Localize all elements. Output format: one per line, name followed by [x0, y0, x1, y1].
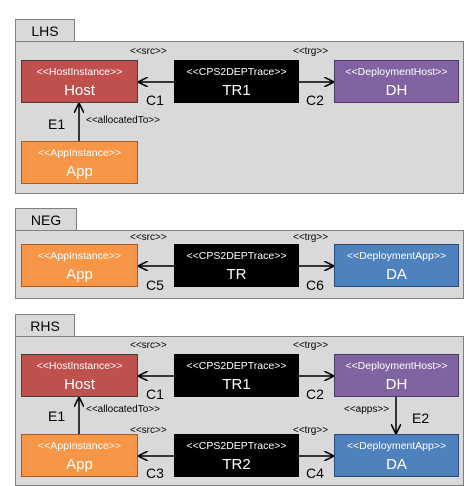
rhs-host-stereotype: <<HostInstance>>: [36, 360, 123, 372]
lhs-trace-stereotype: <<CPS2DEPTrace>>: [186, 66, 287, 78]
neg-src-label: <<src>>: [130, 232, 167, 243]
lhs-host-name: Host: [64, 82, 95, 99]
rhs-trace2-node[interactable]: <<CPS2DEPTrace>> TR2: [174, 434, 299, 477]
rhs-e1-label: E1: [48, 408, 66, 424]
neg-trg-label: <<trg>>: [293, 232, 329, 243]
rhs-src-label: <<src>>: [130, 340, 167, 351]
rhs-c1-label: C1: [146, 386, 164, 402]
neg-trace-name: TR: [226, 266, 247, 283]
neg-da-stereotype: <<DeploymentApp>>: [346, 250, 447, 262]
lhs-trg-label: <<trg>>: [293, 46, 329, 57]
rhs-da-name: DA: [386, 456, 407, 473]
neg-app-stereotype: <<AppInstance>>: [38, 250, 121, 262]
rhs-trace2-stereotype: <<CPS2DEPTrace>>: [186, 440, 287, 452]
rhs-dh-node[interactable]: <<DeploymentHost>> DH: [334, 354, 459, 397]
lhs-dh-node[interactable]: <<DeploymentHost>> DH: [334, 60, 459, 103]
neg-app-name: App: [66, 266, 93, 283]
rhs-trace1-node[interactable]: <<CPS2DEPTrace>> TR1: [174, 354, 299, 397]
rhs-host-name: Host: [64, 376, 95, 393]
rhs-trg-label-2: <<trg>>: [293, 425, 329, 436]
rhs-dh-stereotype: <<DeploymentHost>>: [345, 360, 448, 372]
rhs-app-name: App: [66, 456, 93, 473]
rhs-c3-label: C3: [146, 465, 164, 481]
neg-da-node[interactable]: <<DeploymentApp>> DA: [334, 244, 459, 287]
lhs-c2-label: C2: [306, 92, 324, 108]
rhs-trace1-name: TR1: [222, 376, 251, 393]
rhs-c2-label: C2: [306, 386, 324, 402]
neg-tab: NEG: [15, 208, 77, 230]
rhs-c4-label: C4: [306, 465, 324, 481]
lhs-trace-node[interactable]: <<CPS2DEPTrace>> TR1: [174, 60, 299, 103]
lhs-allocated-label: <<allocatedTo>>: [86, 115, 160, 126]
lhs-c1-label: C1: [146, 92, 164, 108]
lhs-host-node[interactable]: <<HostInstance>> Host: [21, 60, 138, 103]
neg-c6-label: C6: [306, 277, 324, 293]
lhs-trace-name: TR1: [222, 82, 251, 99]
lhs-app-node[interactable]: <<AppInstance>> App: [21, 141, 138, 184]
neg-trace-stereotype: <<CPS2DEPTrace>>: [186, 250, 287, 262]
rhs-e2-label: E2: [412, 410, 430, 426]
rhs-trg-label: <<trg>>: [293, 340, 329, 351]
rhs-tab: RHS: [15, 314, 75, 336]
rhs-app-node[interactable]: <<AppInstance>> App: [21, 434, 138, 477]
lhs-dh-stereotype: <<DeploymentHost>>: [345, 66, 448, 78]
neg-trace-node[interactable]: <<CPS2DEPTrace>> TR: [174, 244, 299, 287]
rhs-dh-name: DH: [385, 376, 408, 393]
lhs-e1-label: E1: [48, 116, 66, 132]
lhs-tab: LHS: [15, 19, 75, 41]
neg-c5-label: C5: [146, 277, 164, 293]
rhs-app-stereotype: <<AppInstance>>: [38, 440, 121, 452]
rhs-host-node[interactable]: <<HostInstance>> Host: [21, 354, 138, 397]
lhs-app-name: App: [66, 163, 93, 180]
neg-app-node[interactable]: <<AppInstance>> App: [21, 244, 138, 287]
lhs-app-stereotype: <<AppInstance>>: [38, 147, 121, 159]
rhs-da-node[interactable]: <<DeploymentApp>> DA: [334, 434, 459, 477]
rhs-apps-label: <<apps>>: [344, 404, 390, 415]
rhs-da-stereotype: <<DeploymentApp>>: [346, 440, 447, 452]
neg-da-name: DA: [386, 266, 407, 283]
lhs-src-label: <<src>>: [130, 46, 167, 57]
lhs-host-stereotype: <<HostInstance>>: [36, 66, 123, 78]
rhs-src-label-2: <<src>>: [130, 425, 167, 436]
rhs-allocated-label: <<allocatedTo>>: [86, 404, 160, 415]
rhs-trace2-name: TR2: [222, 456, 251, 473]
lhs-dh-name: DH: [385, 82, 408, 99]
rhs-trace1-stereotype: <<CPS2DEPTrace>>: [186, 360, 287, 372]
